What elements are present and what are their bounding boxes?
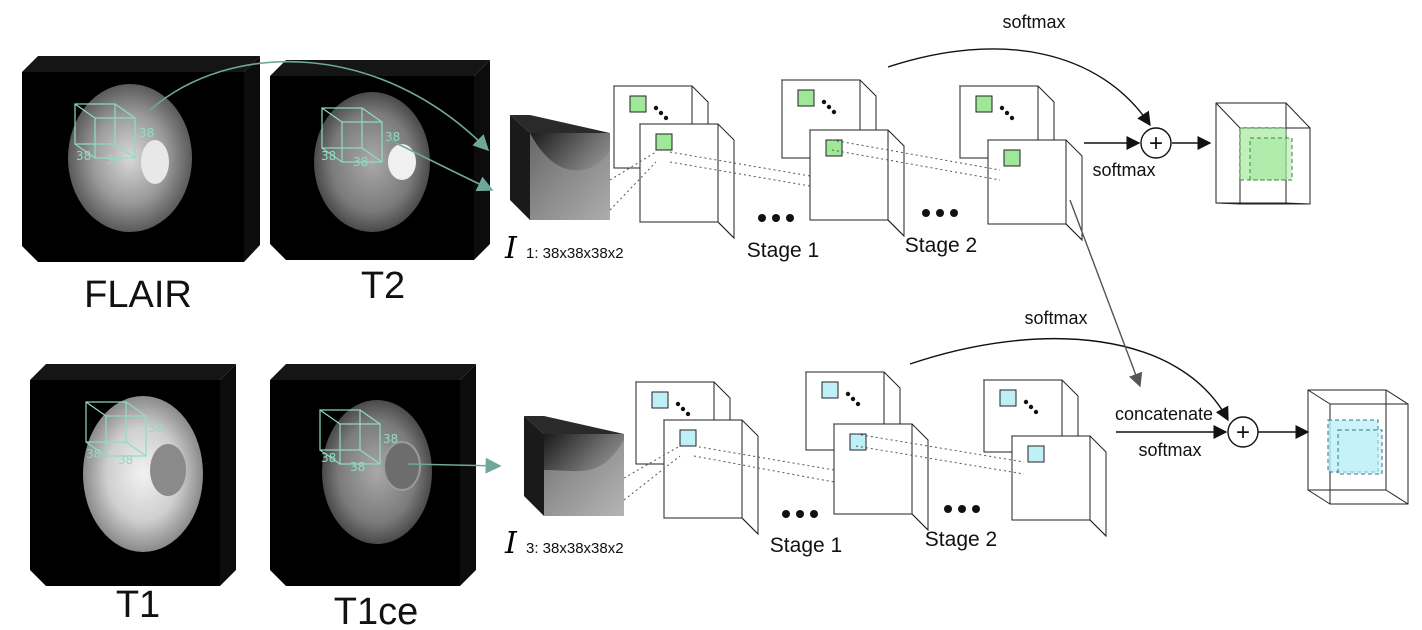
receptive-field-line (855, 433, 1025, 463)
input-subscript-top: 1: 38x38x38x2 (526, 245, 624, 262)
bottom-kernel-square (849, 433, 867, 451)
receptive-field-line (855, 445, 1025, 475)
stage2-label-top: Stage 2 (905, 234, 977, 257)
flair-to-input-arrow (149, 60, 490, 152)
t1ce-dim-label: 38 (321, 451, 336, 465)
receptive-field-line (669, 151, 811, 177)
patch-extraction-arrows (149, 60, 502, 474)
stage1-label-bottom: Stage 1 (770, 534, 842, 557)
receptive-field-line (669, 161, 811, 187)
input-subscript-bottom: 3: 38x38x38x2 (526, 540, 624, 557)
receptive-field-line (693, 445, 835, 471)
top-feature-map-s2b (808, 129, 905, 238)
flair-dim-label: 38 (76, 149, 91, 163)
t2-dim-label: 38 (321, 149, 336, 163)
bottom-kernel-square (1027, 445, 1045, 463)
t1-dim-label: 38 (118, 453, 133, 467)
t1-dim-label: 38 (148, 421, 163, 435)
t2-dim-label: 38 (385, 130, 400, 144)
receptive-field-lines (609, 139, 1025, 501)
output-cube-top (1215, 102, 1311, 205)
bottom-kernel-square (651, 391, 669, 409)
bottom-kernel-square (999, 389, 1017, 407)
t1ce-patch-box (319, 409, 381, 465)
t2-label: T2 (361, 265, 405, 307)
receptive-field-line (609, 161, 657, 211)
flair-dim-label: 38 (106, 153, 121, 167)
t1ce-volume: 38 38 38 T1ce (270, 364, 476, 630)
t1ce-label: T1ce (334, 591, 418, 630)
receptive-field-line (693, 455, 835, 483)
input-symbol-bottom: I (504, 526, 518, 561)
top-feature-map-s1b (638, 123, 735, 240)
top-plus-symbol: + (1149, 130, 1163, 157)
bottom-kernel-square (679, 429, 697, 447)
flair-dim-label: 38 (139, 126, 154, 140)
top-kernel-square (975, 95, 993, 113)
input-patch-bottom (524, 416, 624, 516)
bottom-sum-node: + (1227, 416, 1259, 448)
t1ce-dim-label: 38 (350, 460, 365, 474)
top-stage1-to-sum-arrow (887, 48, 1151, 127)
feature-maps (612, 79, 1107, 538)
softmax-label-top-2: softmax (1092, 160, 1155, 180)
top-kernel-square (655, 133, 673, 151)
softmax-label-bottom-1: softmax (1024, 308, 1087, 328)
stage-ellipsis (758, 209, 980, 518)
output-cube-bottom (1307, 389, 1409, 505)
t2-volume: 38 38 38 T2 (270, 60, 490, 307)
receptive-field-line (831, 149, 1001, 181)
receptive-field-line (831, 139, 1001, 171)
flair-volume: 38 38 38 FLAIR (22, 56, 260, 316)
top-kernel-square (629, 95, 647, 113)
bottom-kernel-square (821, 381, 839, 399)
input-symbol-top: I (504, 231, 518, 266)
flair-patch-box (74, 103, 136, 159)
softmax-label-bottom-2: softmax (1138, 440, 1201, 460)
receptive-field-line (623, 445, 681, 479)
bottom-feature-map-s2b (832, 423, 929, 532)
top-to-bottom-concat-arrow (1069, 199, 1143, 388)
top-feature-map-s3b (986, 139, 1083, 242)
t1-label: T1 (116, 584, 160, 626)
t2-patch-box (321, 107, 383, 163)
stage2-label-bottom: Stage 2 (925, 528, 997, 551)
softmax-label-top-1: softmax (1002, 12, 1065, 32)
top-kernel-square (825, 139, 843, 157)
t2-dim-label: 38 (353, 155, 368, 169)
bottom-plus-symbol: + (1236, 419, 1250, 446)
t1ce-dim-label: 38 (383, 432, 398, 446)
receptive-field-line (623, 455, 681, 501)
top-kernel-square (797, 89, 815, 107)
receptive-field-line (609, 151, 657, 181)
t1-dim-label: 38 (86, 447, 101, 461)
bottom-feature-map-s1b (662, 419, 759, 536)
bottom-feature-map-s3b (1010, 435, 1107, 538)
flair-label: FLAIR (84, 274, 192, 316)
input-patch-top (510, 115, 610, 220)
t1ce-to-input-arrow (407, 457, 502, 474)
top-sum-node: + (1140, 127, 1172, 159)
t2-to-input-arrow (389, 139, 494, 192)
t1-patch-box (85, 401, 147, 457)
bottom-stage1-to-sum-arrow (909, 338, 1229, 422)
concatenate-label: concatenate (1115, 404, 1213, 424)
top-kernel-square (1003, 149, 1021, 167)
stage1-label-top: Stage 1 (747, 239, 819, 262)
t1-volume: 38 38 38 T1 (30, 364, 236, 626)
